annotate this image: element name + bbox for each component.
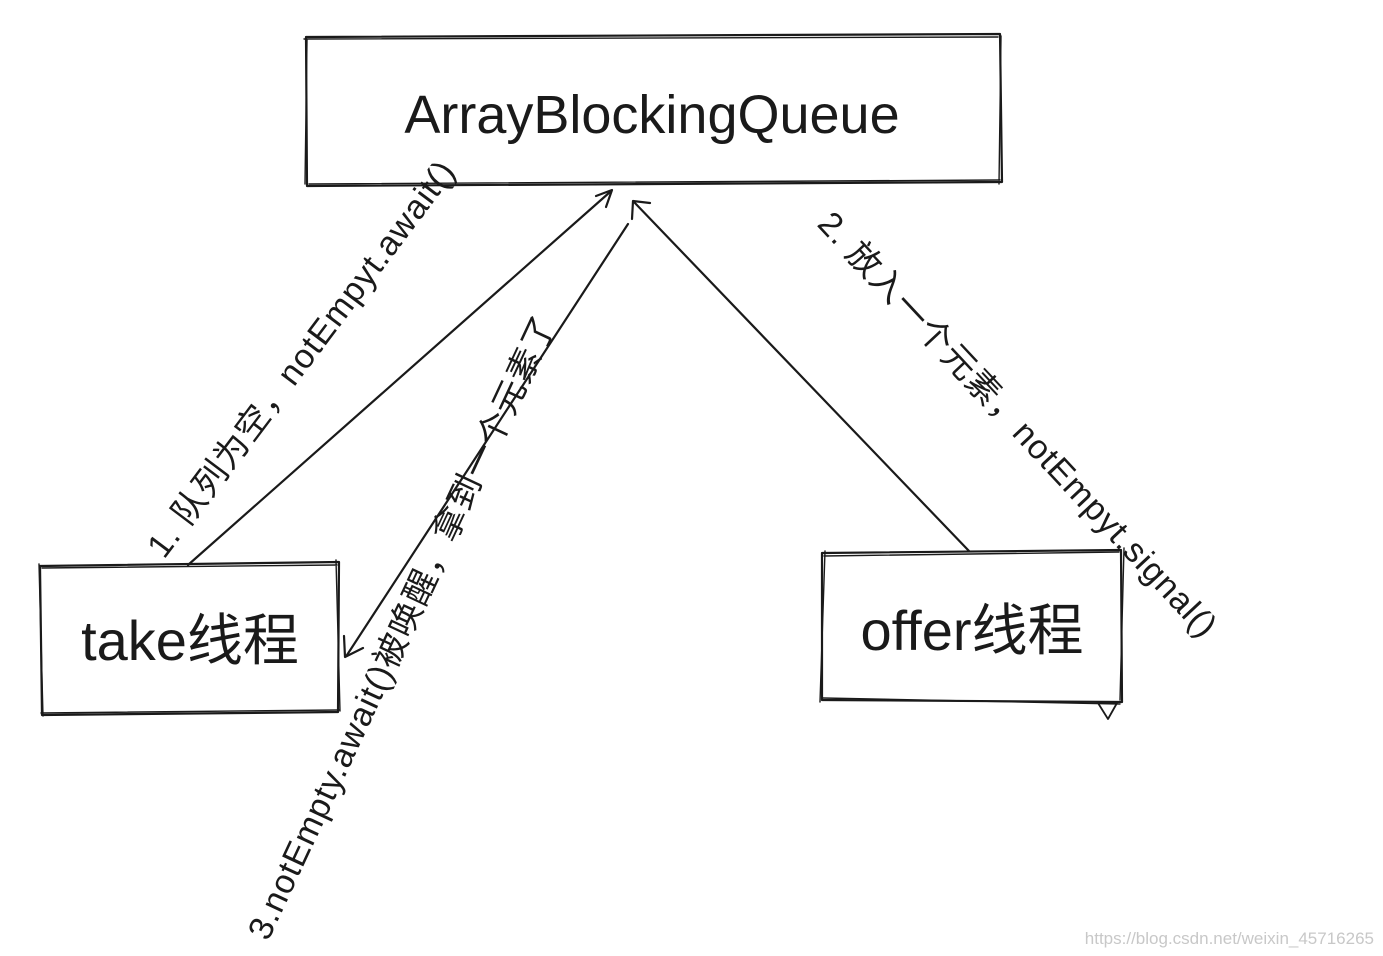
edge-step3-arrowhead (342, 634, 365, 659)
queue-node-border-sketch (303, 35, 1002, 185)
offer-node-label: offer线程 (860, 599, 1083, 662)
edge-step1-line (186, 190, 612, 567)
take-node: take线程 (38, 559, 341, 717)
edge-step2-line (632, 200, 971, 553)
watermark-text: https://blog.csdn.net/weixin_45716265 (1085, 929, 1374, 948)
take-node-border-sketch (38, 559, 341, 717)
offer-node: offer线程 (819, 547, 1125, 720)
take-node-label: take线程 (81, 609, 299, 672)
edge-step2-arrowhead (630, 199, 652, 221)
edge-step2-label: 2. 放入一个元素，notEmpyt.signal() (810, 205, 1225, 646)
edge-step3-line (345, 222, 630, 657)
offer-node-border-sketch (819, 547, 1125, 705)
offer-node-arrow-mark (1097, 702, 1118, 720)
edge-step1-arrowhead (594, 188, 614, 209)
edge-step1-label: 1. 队列为空，notEmpyt.await() (140, 153, 463, 565)
queue-node-label: ArrayBlockingQueue (404, 85, 899, 145)
queue-node: ArrayBlockingQueue (303, 32, 1004, 188)
edge-step2: 2. 放入一个元素，notEmpyt.signal() (630, 199, 1225, 646)
queue-node-border (304, 32, 1004, 188)
